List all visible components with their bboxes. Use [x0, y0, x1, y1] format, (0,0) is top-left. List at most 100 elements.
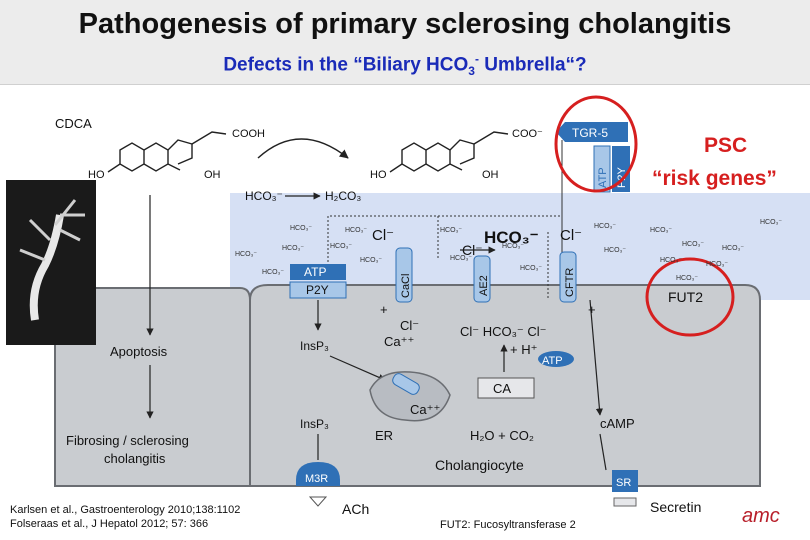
p2y-box-label: P2Y	[306, 283, 329, 297]
h2o-co2-label: H₂O + CO₂	[470, 428, 534, 443]
hco3-s18: HCO₃⁻	[706, 261, 728, 268]
cftr-channel	[559, 251, 577, 303]
catheter-shape	[29, 214, 64, 321]
insp3-label-1: InsP₃	[300, 339, 329, 353]
ach-marker	[308, 496, 328, 507]
ca-box-label: CA	[493, 381, 511, 396]
cl-inner-1: Cl⁻	[400, 318, 419, 333]
m3r-label: M3R	[305, 473, 328, 485]
atp-box	[290, 264, 346, 280]
hco3-s16: HCO₃⁻	[722, 245, 744, 252]
camp-arrow	[589, 299, 604, 416]
bile-acid-oh: OH	[482, 169, 499, 181]
hco3-s17: HCO₃⁻	[660, 257, 682, 264]
bile-acid-structure	[389, 131, 509, 173]
plus-right: +	[588, 302, 596, 317]
apoptosis-label: Apoptosis	[110, 344, 168, 359]
ca-plus-plus-2: Ca⁺⁺	[410, 402, 440, 417]
hco3-s9: HCO₃⁻	[450, 255, 472, 262]
hco3-s15: HCO₃⁻	[682, 241, 704, 248]
subtitle-part1: Defects in the “Biliary HCO	[223, 54, 469, 76]
hco3-s12: HCO₃⁻	[594, 223, 616, 230]
hco3-s2: HCO₃⁻	[345, 227, 367, 234]
atp-vertical-label: ATP	[597, 167, 609, 188]
cacl-channel	[395, 247, 413, 303]
insp3-arrow-1	[329, 355, 386, 381]
conversion-arrow	[257, 138, 349, 159]
lumen-hco3-scatter: HCO₃⁻ HCO₃⁻ HCO₃⁻ HCO₃⁻ HCO₃⁻ HCO₃⁻ HCO₃…	[235, 219, 782, 282]
hco3-big-label: HCO₃⁻	[484, 228, 539, 247]
er-organelle	[369, 371, 451, 422]
ach-label: ACh	[342, 501, 369, 517]
risk-genes-label: “risk genes”	[652, 167, 777, 190]
fut2-label: FUT2	[668, 289, 703, 305]
amc-logo: amc	[742, 505, 780, 527]
bile-acid-ho: HO	[370, 169, 387, 181]
h2co3-label: H₂CO₃	[325, 189, 361, 203]
reference-1: Karlsen et al., Gastroenterology 2010;13…	[10, 504, 241, 516]
plus-left: +	[380, 302, 388, 317]
cftr-label: CFTR	[564, 268, 576, 297]
references: Karlsen et al., Gastroenterology 2010;13…	[10, 503, 240, 531]
hco3-s6: HCO₃⁻	[262, 269, 284, 276]
insp3-label-2: InsP₃	[300, 417, 329, 431]
atp-box-label: ATP	[304, 265, 326, 279]
er-channel	[392, 373, 420, 395]
duct-branches	[19, 199, 85, 262]
m3r-receptor	[296, 462, 340, 486]
page-title: Pathogenesis of primary sclerosing chola…	[78, 8, 732, 40]
hco3-s19: HCO₃⁻	[676, 275, 698, 282]
cdca-label: CDCA	[55, 116, 92, 131]
tgr5-highlight-circle	[554, 95, 638, 193]
cholangiocyte-label: Cholangiocyte	[435, 457, 524, 473]
er-label: ER	[375, 428, 393, 443]
h-plus-label: + H⁺	[510, 342, 537, 357]
hco3-label: HCO₃⁻	[245, 189, 283, 203]
hco3-s5: HCO₃⁻	[235, 251, 257, 258]
cl-label-1: Cl⁻	[372, 227, 394, 244]
camp-line	[599, 433, 607, 471]
camp-label: cAMP	[600, 416, 635, 431]
ae2-label: AE2	[478, 275, 490, 296]
hco3-inner: Cl⁻ HCO₃⁻ Cl⁻	[460, 324, 547, 339]
hco3-s4: HCO₃⁻	[330, 243, 352, 250]
subtitle-sup: -	[474, 52, 479, 66]
ae2-channel	[473, 255, 491, 303]
subtitle-sub: 3	[468, 64, 475, 79]
cacl-label: CaCl	[400, 274, 412, 298]
hco3-s13: HCO₃⁻	[604, 247, 626, 254]
hco3-s3: HCO₃⁻	[282, 245, 304, 252]
reference-2: Folseraas et al., J Hepatol 2012; 57: 36…	[10, 518, 209, 530]
fut2-highlight-circle	[645, 257, 735, 337]
hco3-s8: HCO₃⁻	[440, 227, 462, 234]
ca-plus-plus-1: Ca⁺⁺	[384, 334, 414, 349]
atp-ellipse-label: ATP	[542, 355, 563, 367]
hco3-s7: HCO₃⁻	[360, 257, 382, 264]
subtitle-part2: Umbrella“?	[478, 54, 587, 76]
hco3-s1: HCO₃⁻	[290, 225, 312, 232]
title-band	[0, 0, 810, 85]
sr-receptor	[612, 470, 638, 492]
fut2-definition: FUT2: Fucosyltransferase 2	[440, 519, 576, 531]
hco3-s14: HCO₃⁻	[650, 227, 672, 234]
tgr5-label: TGR-5	[572, 126, 608, 140]
cdca-cooh: COOH	[232, 128, 265, 140]
dotted-path-top	[327, 215, 560, 262]
hco3-s10: HCO₃⁻	[502, 243, 524, 250]
atp-ellipse	[538, 351, 574, 367]
sr-label: SR	[616, 477, 631, 489]
psc-label: PSC	[704, 134, 747, 157]
p2y-vertical-box	[612, 146, 630, 192]
cholangiogram-image	[6, 180, 96, 345]
fibrosing-label-2: cholangitis	[104, 451, 166, 466]
secretin-label: Secretin	[650, 499, 701, 515]
p2y-box	[289, 281, 347, 299]
fibrosing-label-1: Fibrosing / sclerosing	[66, 433, 189, 448]
cdca-oh: OH	[204, 169, 221, 181]
hco3-s11: HCO₃⁻	[520, 265, 542, 272]
tgr5-receptor	[556, 122, 628, 142]
cl-label-3: Cl⁻	[560, 227, 582, 244]
bile-acid-coo: COO⁻	[512, 128, 543, 140]
cdca-ho: HO	[88, 169, 105, 181]
